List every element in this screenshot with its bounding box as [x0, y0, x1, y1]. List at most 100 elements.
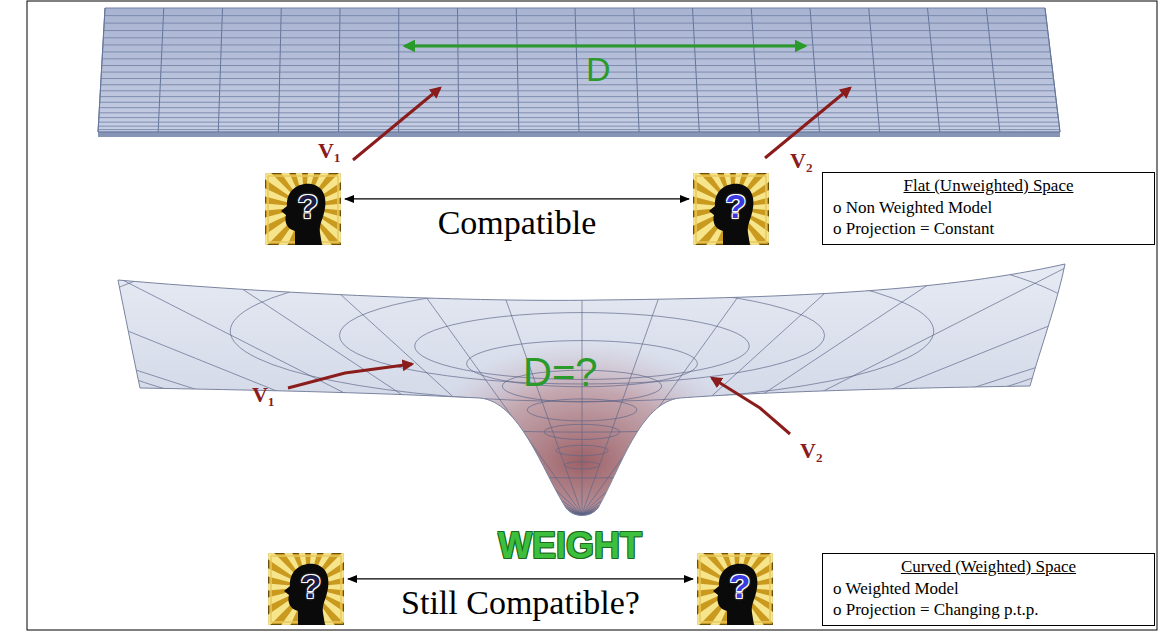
distance-arrow — [405, 45, 805, 48]
grid-line — [102, 65, 1052, 66]
head-silhouette — [281, 184, 325, 245]
grid-line — [575, 8, 579, 132]
grid-line — [0, 375, 582, 514]
question-mark: ? — [301, 569, 322, 603]
grid-line — [278, 8, 281, 132]
vector-arrow — [712, 378, 790, 434]
grid-line — [556, 445, 608, 455]
grid-line — [582, 131, 1159, 514]
connector-label: Compatible — [434, 204, 601, 241]
grid-line — [582, 514, 1159, 529]
connectors — [345, 199, 693, 579]
grid-line — [693, 8, 700, 132]
grid-line — [101, 78, 1054, 79]
grid-line — [986, 8, 1000, 132]
head-silhouette — [709, 184, 753, 245]
person-icon: ? — [697, 553, 773, 625]
head-silhouette — [284, 564, 328, 625]
double-arrow — [348, 578, 693, 579]
grid-line — [98, 129, 1060, 130]
grid-line — [100, 96, 1056, 97]
grid-line — [98, 8, 105, 132]
grid-line — [103, 37, 1048, 38]
grid-line — [582, 375, 1159, 514]
grid-line — [101, 84, 1055, 85]
grid-line — [230, 261, 933, 402]
grid-line — [582, 70, 583, 514]
distance-label: D=? — [523, 352, 598, 392]
grid-line — [105, 15, 1046, 16]
curved-surface-outline — [118, 264, 1065, 516]
grid-line — [104, 30, 1048, 31]
grid-line — [158, 8, 164, 132]
grid-line — [582, 330, 1159, 514]
curved-surface-shading — [0, 70, 1159, 590]
person-icon: ? — [693, 173, 769, 245]
grid-line — [516, 8, 519, 132]
grid-line — [0, 182, 1159, 478]
grid-line — [0, 200, 582, 514]
grid-line — [274, 86, 582, 514]
grid-line — [582, 163, 1159, 514]
grid-line — [218, 8, 222, 132]
grid-line — [0, 460, 582, 514]
flat-surface-edge — [98, 132, 1060, 137]
double-arrow — [345, 198, 689, 199]
legend-title: Curved (Weighted) Space — [833, 557, 1144, 577]
grid-line — [99, 117, 1058, 118]
person-icon: ? — [265, 173, 341, 245]
legend-item: o Projection = Changing p.t.p. — [833, 600, 1144, 620]
grid-line — [98, 132, 1060, 133]
grid-line — [3, 131, 582, 514]
question-mark: ? — [298, 189, 319, 223]
vector-label: V₁ — [252, 384, 274, 406]
grid-line — [582, 419, 1159, 514]
grid-line — [72, 228, 1092, 432]
grid-line — [582, 514, 1032, 555]
head-silhouette — [713, 564, 757, 625]
grid-line — [398, 8, 399, 132]
vector-label: V₂ — [790, 150, 812, 172]
grid-line — [458, 8, 459, 132]
grid-line — [103, 44, 1050, 45]
grid-line — [582, 241, 1159, 514]
distance-label: D — [586, 52, 611, 86]
grid-line — [564, 462, 600, 469]
grid-line — [98, 126, 1059, 127]
vector-label: V₁ — [318, 140, 340, 162]
grid-line — [104, 23, 1047, 24]
weight-label: WEIGHT — [498, 528, 642, 564]
connector-label: Still Compatible? — [397, 584, 644, 621]
question-mark: ? — [730, 569, 751, 603]
grid-line — [582, 497, 1159, 514]
grid-line — [582, 105, 1032, 514]
grid-line — [102, 58, 1051, 59]
grid-line — [99, 107, 1057, 108]
grid-line — [582, 460, 1159, 514]
legend-item: o Non Weighted Model — [833, 198, 1144, 218]
question-mark: ? — [726, 189, 747, 223]
grid-line — [0, 241, 582, 514]
grid-line — [103, 51, 1051, 52]
grid-line — [0, 497, 582, 514]
grid-line — [1045, 8, 1060, 132]
vector-arrow — [765, 88, 850, 158]
legend-box: Curved (Weighted) Spaceo Weighted Modelo… — [822, 553, 1155, 626]
vector-label: V₂ — [800, 440, 822, 462]
legend-item: o Projection = Constant — [833, 219, 1144, 239]
grid-line — [634, 8, 639, 132]
flat-grid — [98, 8, 1060, 132]
grid-line — [928, 8, 940, 132]
legend-item: o Weighted Model — [833, 579, 1144, 599]
flat-surface — [98, 8, 1060, 132]
grid-line — [101, 72, 1052, 73]
grid-line — [339, 8, 341, 132]
legend-title: Flat (Unweighted) Space — [833, 176, 1144, 196]
grid-line — [0, 419, 582, 514]
grid-line — [0, 330, 582, 514]
curved-grid — [0, 70, 1159, 590]
grid-line — [869, 8, 880, 132]
grid-line — [100, 102, 1057, 103]
vector-arrow — [288, 364, 412, 388]
